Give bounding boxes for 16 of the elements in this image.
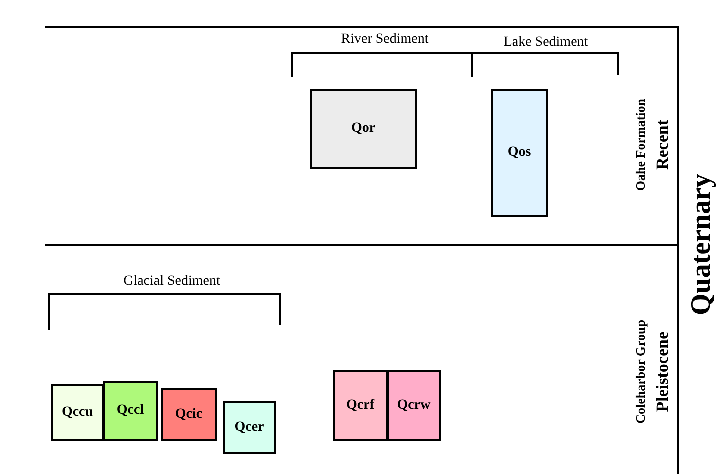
unit-box: Qor: [310, 89, 417, 169]
epoch-label: Pleistocene: [653, 332, 673, 412]
unit-box: Qcic: [161, 388, 217, 441]
formation-label: Coleharbor Group: [633, 320, 649, 424]
unit-box: Qcer: [223, 401, 276, 454]
epoch-label: Recent: [653, 120, 673, 170]
period-label: Quaternary: [686, 174, 717, 316]
section-label: Glacial Sediment: [124, 274, 220, 290]
unit-box: Qcrf: [333, 370, 388, 441]
unit-box: Qccl: [103, 381, 158, 441]
section-label: River Sediment: [341, 32, 429, 48]
section-label: Lake Sediment: [504, 35, 588, 51]
unit-box: Qos: [491, 89, 548, 217]
unit-box: Qcrw: [387, 370, 441, 441]
formation-label: Oahe Formation: [633, 98, 649, 192]
unit-box: Qccu: [51, 384, 104, 441]
